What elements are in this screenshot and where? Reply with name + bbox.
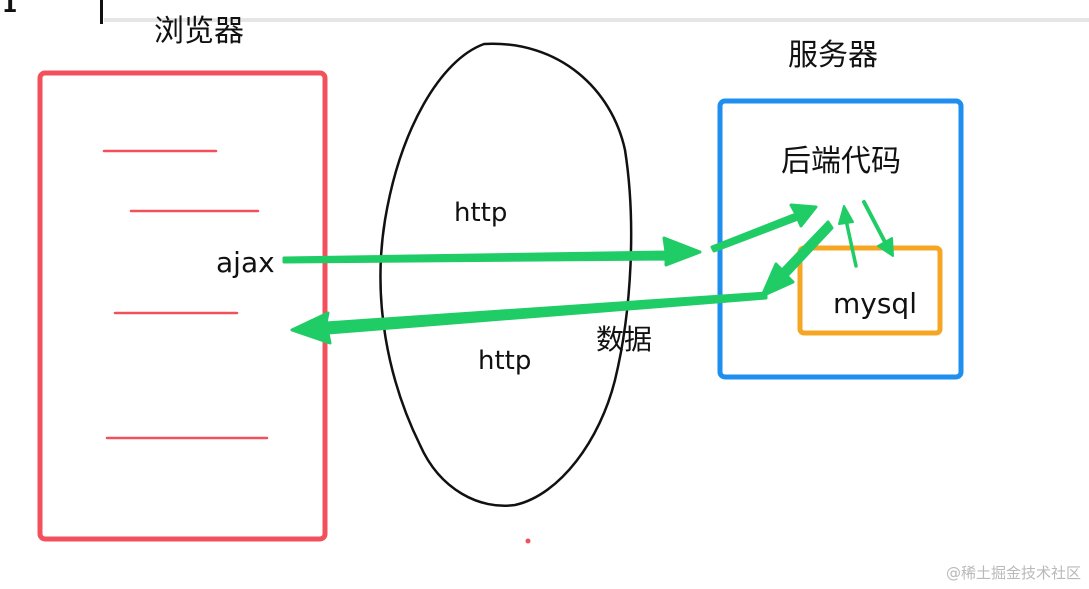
to-backend-arrow [710, 203, 818, 253]
mysql-box [797, 245, 943, 336]
watermark: @稀土掘金技术社区 [945, 564, 1081, 582]
http-channel-outline [379, 42, 633, 507]
arrows [282, 200, 894, 345]
backend-to-response-arrow [760, 220, 834, 298]
editor-top-bar [104, 18, 1089, 22]
request-arrow [282, 236, 702, 267]
line-number: 1 [2, 0, 17, 18]
server-label: 服务器 [788, 38, 878, 73]
server-box [717, 98, 964, 380]
data-label: 数据 [596, 323, 652, 356]
db-to-backend-arrow-head [838, 205, 854, 225]
browser-label: 浏览器 [154, 14, 244, 49]
mysql-label: mysql [833, 287, 917, 320]
browser-box [37, 70, 328, 542]
backend-to-db-arrow-head [877, 237, 894, 257]
http-request-label: http [454, 198, 507, 228]
editor-gutter-line [100, 0, 103, 24]
ajax-label: ajax [216, 246, 275, 279]
backend-to-db-arrow-shaft [862, 200, 888, 246]
http-response-label: http [478, 346, 531, 376]
db-to-backend-arrow-shaft [844, 218, 858, 268]
browser-content-lines [102, 149, 269, 440]
stray-dot [525, 538, 531, 544]
response-arrow [290, 291, 768, 345]
backend-code-label: 后端代码 [781, 144, 901, 179]
